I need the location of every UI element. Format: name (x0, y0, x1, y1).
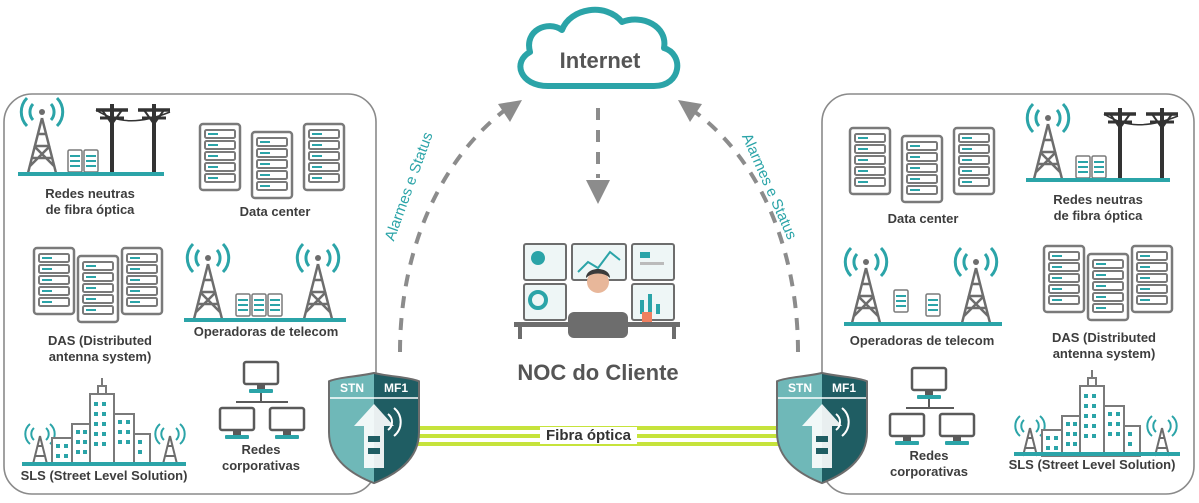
das-left-label: DAS (Distributed antenna system) (20, 333, 180, 365)
corporativas-right-icon (888, 366, 976, 447)
redes-neutras-left-line1: Redes neutras (45, 186, 135, 201)
redes-neutras-left-label: Redes neutras de fibra óptica (10, 186, 170, 218)
device-right-mf1: MF1 (832, 381, 856, 395)
das-right-line1: DAS (Distributed (1052, 330, 1156, 345)
operadoras-left-icon (184, 242, 346, 322)
redes-neutras-right-icon (1025, 102, 1180, 182)
operadoras-right-icon (843, 246, 1002, 326)
redes-neutras-right-label: Redes neutras de fibra óptica (1018, 192, 1178, 224)
device-left-mf1: MF1 (384, 381, 408, 395)
das-right-icon (1042, 244, 1174, 322)
operadoras-right-label: Operadoras de telecom (849, 333, 995, 348)
corporativas-left-label: Redes corporativas (206, 442, 316, 474)
sls-left-label: SLS (Street Level Solution) (20, 468, 188, 483)
das-left-line1: DAS (Distributed (48, 333, 152, 348)
redes-neutras-right-line1: Redes neutras (1053, 192, 1143, 207)
sls-right-label: SLS (Street Level Solution) (1008, 457, 1176, 472)
corporativas-left-icon (218, 360, 306, 441)
corporativas-left-line2: corporativas (221, 458, 301, 473)
redes-neutras-left-line2: de fibra óptica (45, 202, 135, 217)
arrow-right-up (693, 110, 800, 353)
das-right-label: DAS (Distributed antenna system) (1024, 330, 1184, 362)
das-left-line2: antenna system) (48, 349, 152, 364)
data-center-left-label: Data center (239, 204, 311, 219)
arrow-right-head (678, 100, 702, 122)
device-right-stn: STN (788, 381, 812, 395)
corporativas-right-line1: Redes (909, 448, 949, 463)
corporativas-right-label: Redes corporativas (874, 448, 984, 480)
fiber-label: Fibra óptica (540, 427, 638, 444)
data-center-right-icon (848, 126, 996, 204)
das-left-icon (32, 246, 164, 324)
corporativas-right-line2: corporativas (889, 464, 969, 479)
operator-desk-icon (514, 243, 680, 339)
shield-device-right: STN MF1 (776, 372, 868, 484)
sls-right-icon (1014, 369, 1180, 457)
arrow-left-head (498, 100, 522, 122)
das-right-line2: antenna system) (1052, 346, 1156, 361)
noc-label: NOC do Cliente (517, 360, 679, 385)
device-left-stn: STN (340, 381, 364, 395)
data-center-right-label: Data center (887, 211, 959, 226)
data-center-left-icon (198, 122, 346, 200)
arrow-down-head (586, 180, 610, 204)
redes-neutras-right-line2: de fibra óptica (1053, 208, 1143, 223)
corporativas-left-line1: Redes (241, 442, 281, 457)
operadoras-left-label: Operadoras de telecom (193, 324, 339, 339)
cloud-icon (517, 6, 681, 89)
internet-label: Internet (559, 48, 641, 73)
sls-left-icon (22, 377, 186, 466)
redes-neutras-left-icon (18, 96, 172, 176)
shield-device-left: STN MF1 (328, 372, 420, 484)
